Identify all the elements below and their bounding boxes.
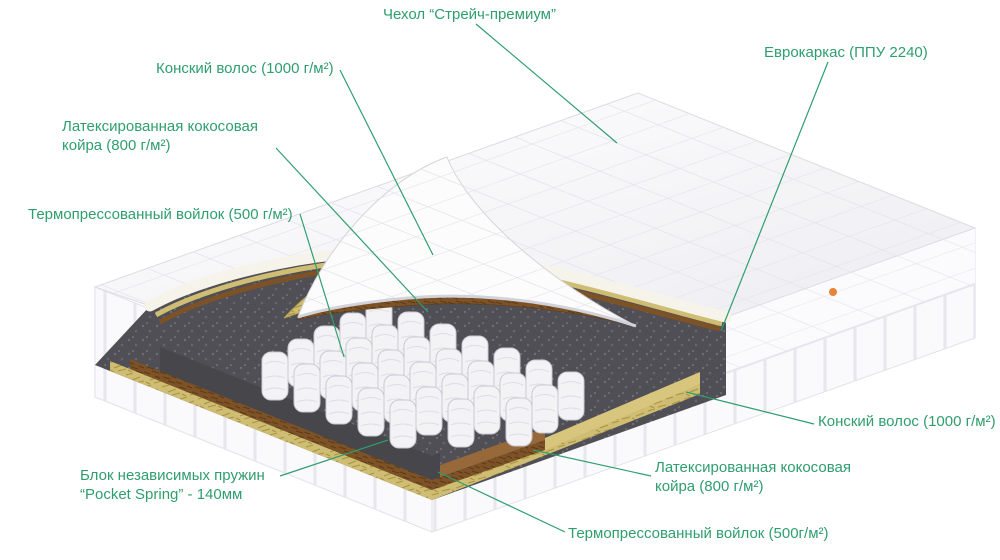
leader-line-felt-top [299,213,345,358]
felt-bottom-layer [160,347,440,480]
leader-line-horsehair-bottom [685,391,815,425]
label-horsehair-bottom: Конский волос (1000 г/м²) [818,413,996,430]
leader-line-coir-top [275,147,429,313]
label-felt-bottom: Термопрессованный войлок (500г/м²) [568,525,829,542]
mattress-body [93,92,977,533]
cover-side-band [725,228,976,374]
label-coir-bottom: Латексированная кокосовая койра (800 г/м… [655,459,851,496]
peeled-flap [283,156,637,328]
cover-flap-quilting [298,157,636,326]
leader-lines [275,23,829,533]
label-coir-top: Латексированная кокосовая койра (800 г/м… [62,118,258,155]
label-euroframe: Еврокаркас (ППУ 2240) [764,44,928,61]
label-springs: Блок независимых пружин “Pocket Spring” … [80,467,265,504]
leader-line-springs [279,439,389,477]
pocket-spring-block [261,299,585,449]
brand-tag [829,288,837,296]
leader-line-coir-bottom [532,449,652,477]
label-cover: Чехол “Стрейч-премиум” [383,6,556,23]
label-horsehair-top: Конский волос (1000 г/м²) [156,60,334,77]
leader-line-felt-bottom [437,471,566,533]
horsehair-bottom-top-lip [545,372,700,450]
leader-line-cover [475,23,618,144]
leader-line-euroframe [720,61,829,332]
leader-line-horsehair-top [339,69,434,256]
label-felt-top: Термопрессованный войлок (500 г/м²) [28,206,293,223]
